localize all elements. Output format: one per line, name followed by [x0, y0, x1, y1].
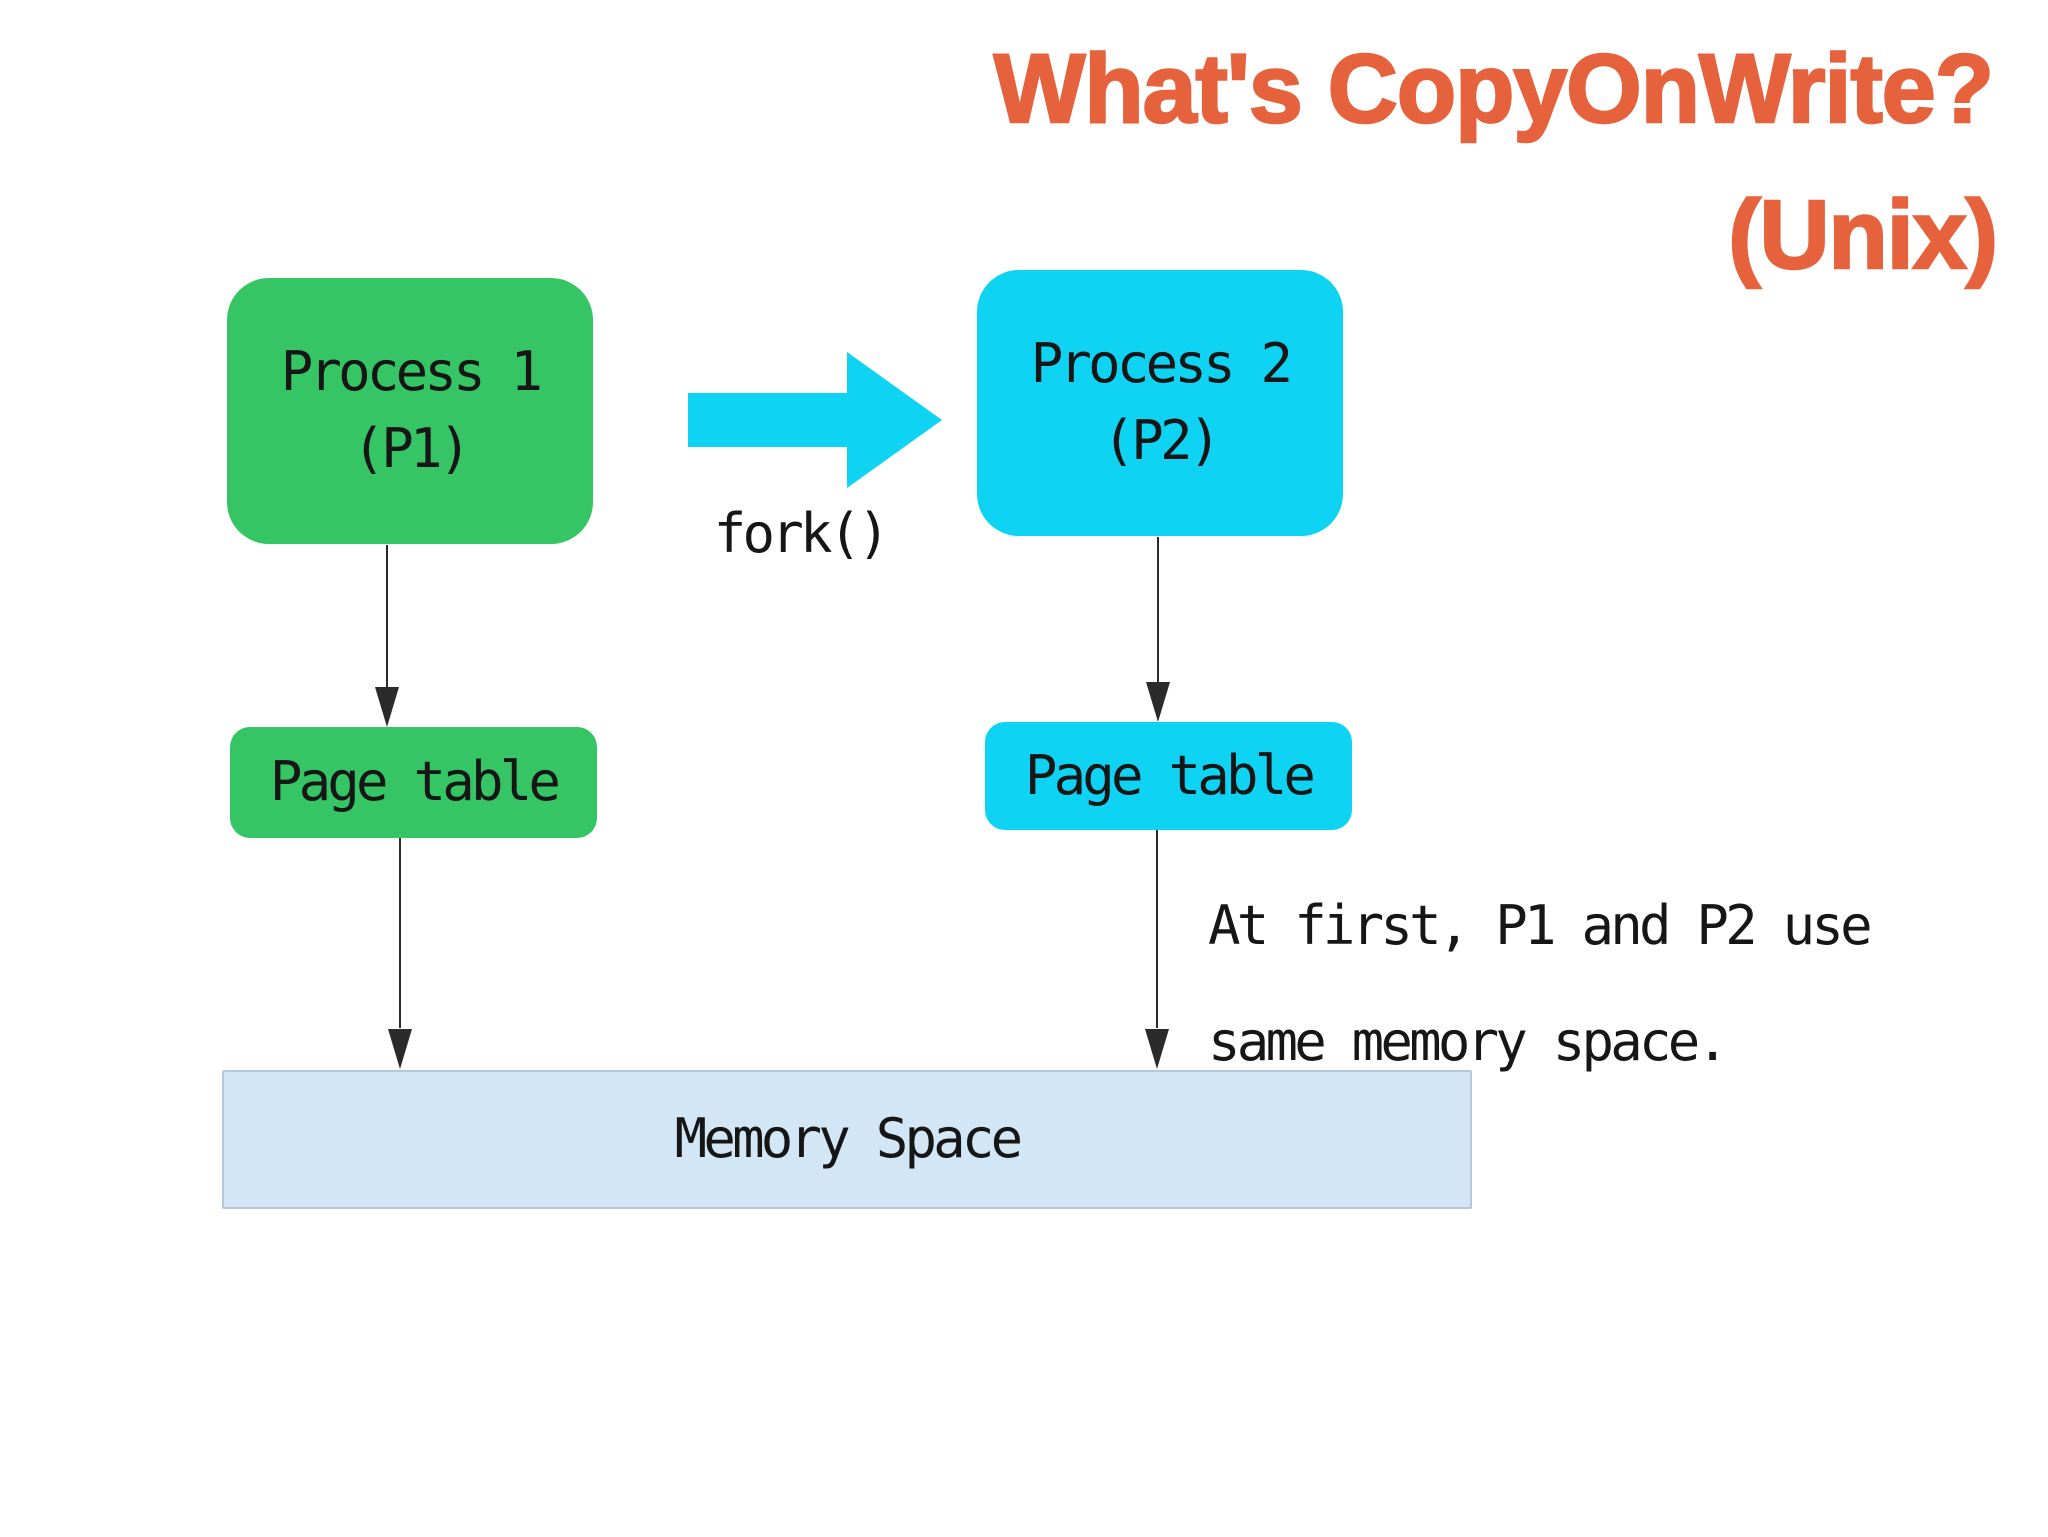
process2-label-line1: Process 2	[1030, 332, 1293, 396]
down-arrowhead-icon	[375, 687, 399, 727]
process1-label-line2: (P1)	[352, 417, 472, 480]
note-line1: At first, P1 and P2 use	[1208, 894, 1873, 957]
pagetable1-to-memory-arrow	[388, 838, 412, 1069]
memory-space-box: Memory Space	[222, 1070, 1472, 1209]
process2-label-line2: (P2)	[1102, 409, 1222, 472]
page-subtitle: (Unix)	[1727, 180, 1999, 289]
down-arrowhead-icon	[388, 1029, 412, 1069]
memory-space-label: Memory Space	[674, 1107, 1024, 1171]
fork-arrow-icon	[688, 352, 942, 488]
page-title: What's CopyOnWrite?	[993, 34, 1996, 143]
down-arrowhead-icon	[1145, 1029, 1169, 1069]
down-arrowhead-icon	[1146, 682, 1170, 722]
p1-to-pagetable-arrow	[375, 545, 399, 727]
page-table-p1-label: Page table	[269, 750, 561, 814]
process1-box: Process 1 (P1)	[227, 278, 593, 544]
page-table-p1-box: Page table	[230, 727, 597, 838]
page-table-p2-box: Page table	[985, 722, 1352, 830]
note-line2: same memory space.	[1208, 1010, 1729, 1074]
pagetable2-to-memory-arrow	[1145, 830, 1169, 1069]
fork-label: fork()	[713, 502, 890, 565]
process2-box: Process 2 (P2)	[977, 270, 1343, 536]
p2-to-pagetable-arrow	[1146, 537, 1170, 722]
process1-label-line1: Process 1	[280, 340, 543, 404]
page-table-p2-label: Page table	[1024, 743, 1316, 807]
note-text: At first, P1 and P2 use same memory spac…	[1208, 868, 1873, 1100]
